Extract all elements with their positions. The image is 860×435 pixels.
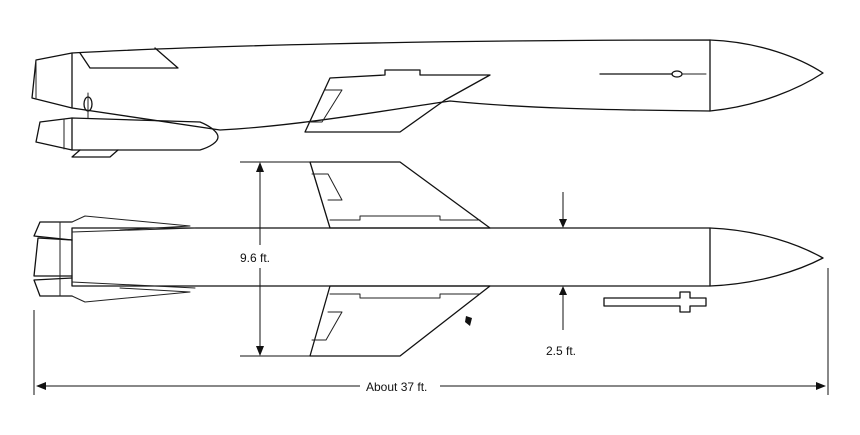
top-booster-strake-upper (71, 215, 191, 231)
top-nose-cone (709, 227, 824, 287)
top-view (33, 161, 824, 357)
side-booster-nozzle (35, 117, 73, 151)
length-arrow-right (816, 382, 826, 390)
side-nose-cone (709, 39, 824, 112)
length-arrow-left (36, 382, 46, 390)
side-view (31, 39, 824, 158)
height-arrow-top (256, 162, 264, 172)
top-upper-wing (309, 161, 491, 229)
side-wing (304, 69, 491, 133)
top-upper-wing-flap (311, 173, 343, 201)
height-arrow-bottom (256, 346, 264, 356)
dimension-lines: 9.6 ft. 2.5 ft. About 37 ft. (33, 161, 829, 395)
side-booster-fin (71, 149, 119, 158)
top-lower-wing-flap (311, 311, 343, 341)
top-lower-wing-hinge (329, 293, 481, 299)
top-nozzle-middle (33, 237, 73, 277)
side-wing-aileron (304, 89, 343, 123)
ink-speck (465, 316, 472, 326)
diameter-label: 2.5 ft. (546, 344, 576, 358)
top-nozzle-upper (33, 221, 73, 241)
top-lower-wing (309, 285, 491, 357)
side-tail-nozzle (31, 52, 73, 109)
side-booster-body (71, 117, 219, 151)
top-booster-line-1 (71, 227, 196, 233)
length-label: About 37 ft. (366, 380, 427, 394)
diameter-arrow-bottom (559, 286, 567, 295)
side-dorsal-fin (79, 47, 179, 69)
top-nozzle-lower (33, 277, 73, 297)
top-pitot-tube (603, 291, 707, 313)
height-label: 9.6 ft. (240, 251, 270, 265)
top-fuselage (71, 227, 711, 287)
top-upper-wing-hinge (329, 215, 481, 221)
side-fuselage (71, 39, 711, 131)
side-probe-tip (671, 70, 683, 78)
top-booster-line-2 (71, 281, 196, 289)
top-booster-strake-lower (71, 287, 191, 303)
diameter-arrow-top (559, 219, 567, 228)
